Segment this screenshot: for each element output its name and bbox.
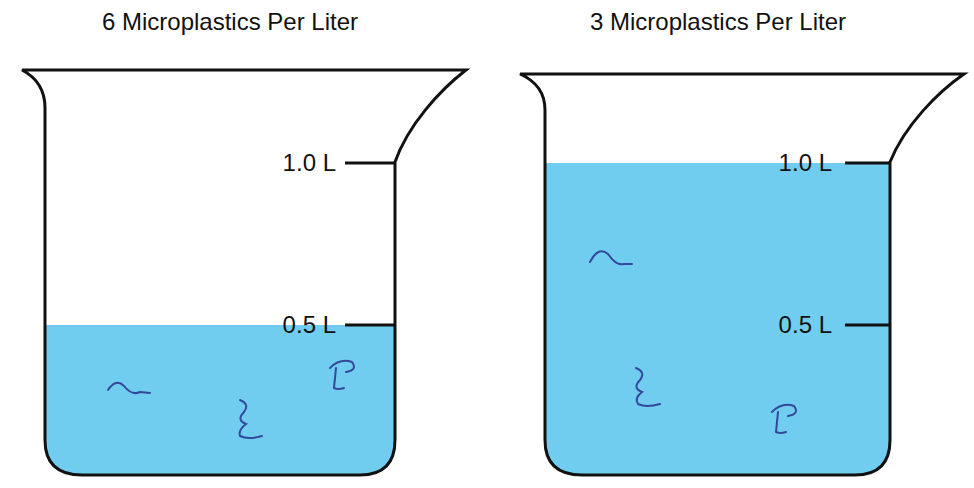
beaker-title: 6 Microplastics Per Liter [102,10,358,34]
volume-label: 0.5 L [779,313,832,337]
volume-label: 1.0 L [283,151,336,175]
volume-label: 1.0 L [779,151,832,175]
volume-tick [845,324,890,327]
right-beaker [500,74,974,483]
microplastic [590,251,796,433]
microplastic [108,361,354,438]
volume-tick [845,162,890,165]
beaker-title: 3 Microplastics Per Liter [590,10,846,34]
left-beaker [0,70,480,485]
volume-tick [345,324,395,327]
volume-tick [345,162,395,165]
volume-label: 0.5 L [283,313,336,337]
water [0,325,480,485]
water [500,163,974,483]
